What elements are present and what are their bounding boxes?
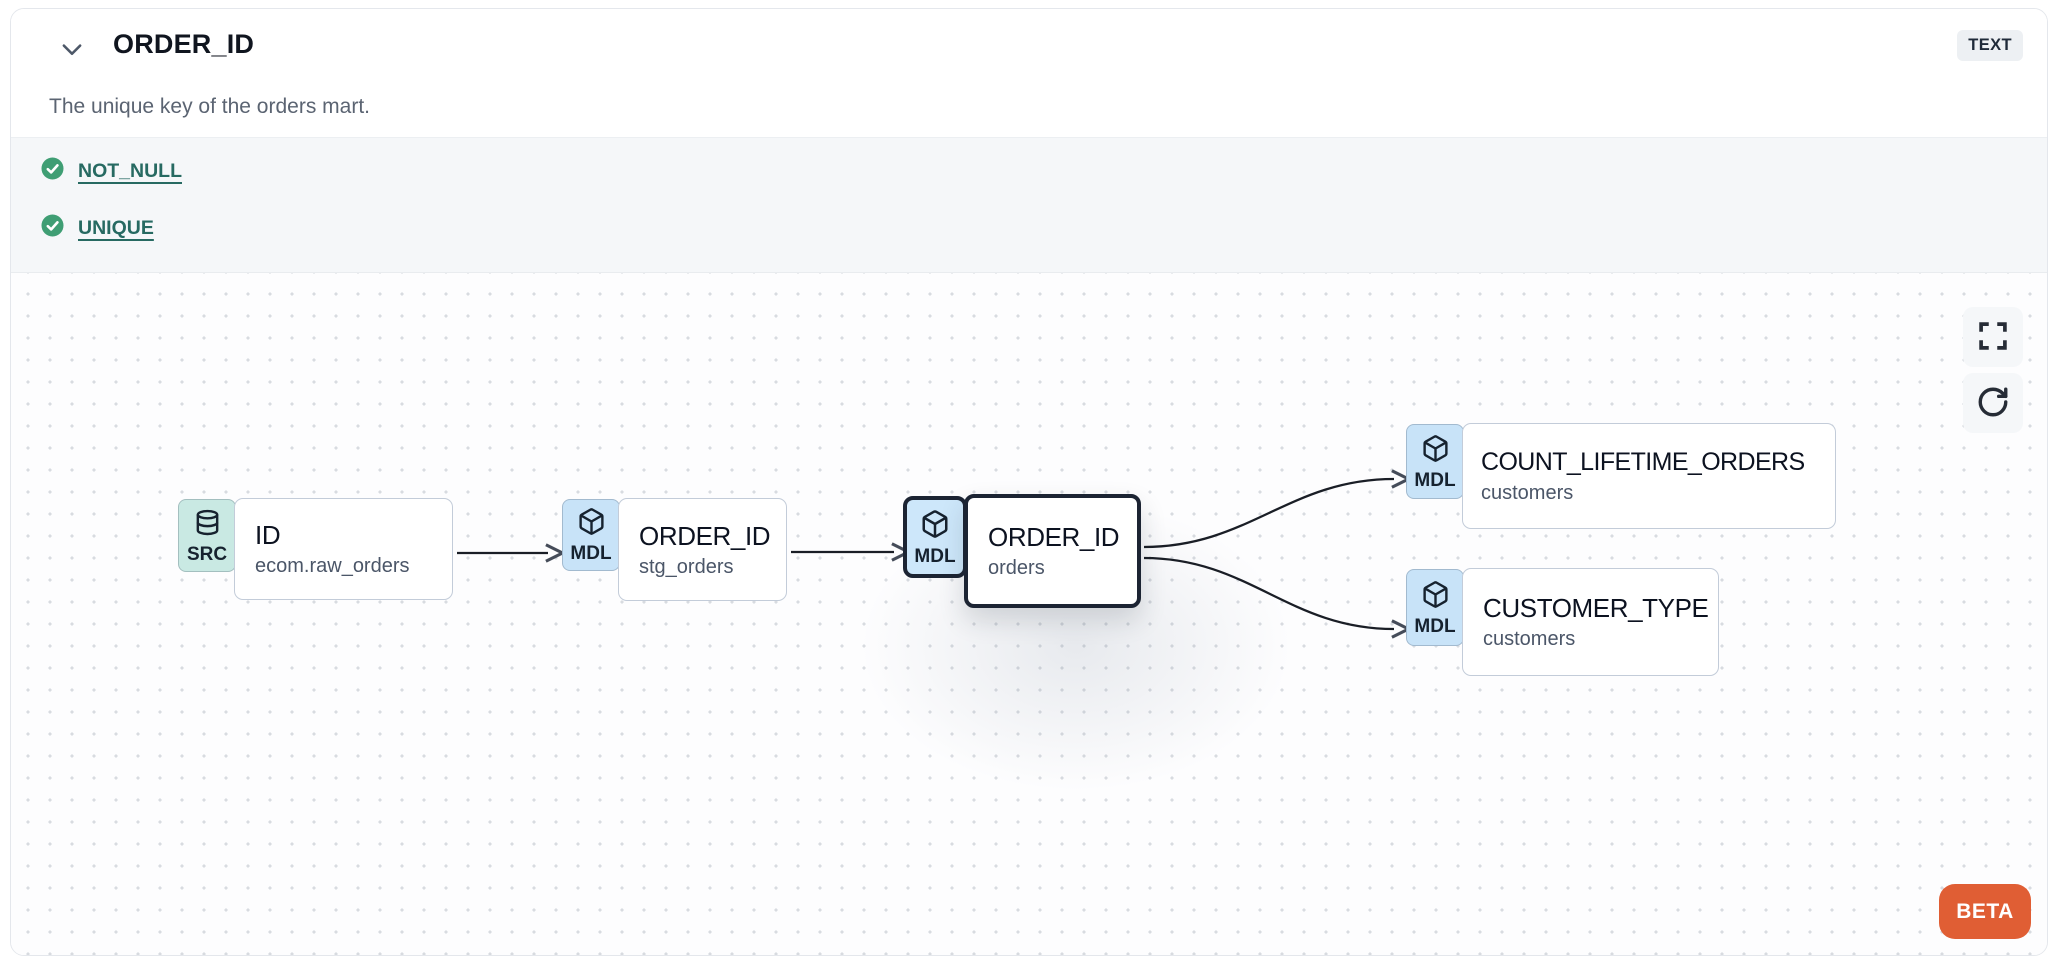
node-type-badge: MDL xyxy=(1406,569,1464,646)
test-link-unique[interactable]: UNIQUE xyxy=(40,213,154,243)
header: ORDER_ID TEXT The unique key of the orde… xyxy=(11,9,2047,137)
database-icon xyxy=(193,508,222,542)
tests-section: NOT_NULL UNIQUE xyxy=(11,137,2047,273)
node-title: ID xyxy=(255,520,281,550)
box-icon xyxy=(920,509,950,544)
canvas-controls xyxy=(1963,307,2023,433)
node-badge-label: MDL xyxy=(914,545,956,567)
test-link-not-null[interactable]: NOT_NULL xyxy=(40,156,182,186)
node-card: ID ecom.raw_orders xyxy=(234,498,453,600)
node-subtitle: stg_orders xyxy=(639,555,734,578)
node-type-badge: SRC xyxy=(178,499,236,572)
collapse-column-button[interactable] xyxy=(53,33,91,69)
test-label: NOT_NULL xyxy=(78,159,182,182)
node-card: COUNT_LIFETIME_ORDERS customers xyxy=(1462,423,1836,529)
beta-badge: BETA xyxy=(1939,884,2031,939)
column-description: The unique key of the orders mart. xyxy=(49,95,370,118)
node-card: CUSTOMER_TYPE customers xyxy=(1462,568,1719,676)
node-card: ORDER_ID stg_orders xyxy=(618,498,787,601)
node-subtitle: customers xyxy=(1481,481,1574,504)
column-type-badge: TEXT xyxy=(1957,30,2023,61)
node-title: ORDER_ID xyxy=(639,520,771,551)
page-title: ORDER_ID xyxy=(113,29,255,59)
node-badge-label: MDL xyxy=(570,543,612,564)
node-title: CUSTOMER_TYPE xyxy=(1483,593,1709,623)
node-card: ORDER_ID orders xyxy=(964,494,1141,608)
node-badge-label: MDL xyxy=(1414,469,1456,491)
node-type-badge: MDL xyxy=(562,499,620,571)
node-badge-label: SRC xyxy=(186,543,228,565)
box-icon xyxy=(1421,434,1450,468)
node-type-badge: MDL xyxy=(903,496,967,578)
node-subtitle: orders xyxy=(988,557,1045,579)
column-details-card: ORDER_ID TEXT The unique key of the orde… xyxy=(10,8,2048,956)
check-circle-icon xyxy=(40,156,65,186)
test-label: UNIQUE xyxy=(78,216,154,239)
node-title: COUNT_LIFETIME_ORDERS xyxy=(1481,447,1805,476)
node-subtitle: customers xyxy=(1483,628,1576,650)
refresh-icon xyxy=(1976,385,2010,422)
refresh-button[interactable] xyxy=(1963,373,2023,433)
fullscreen-button[interactable] xyxy=(1963,307,2023,367)
node-title: ORDER_ID xyxy=(988,522,1120,552)
maximize-icon xyxy=(1976,319,2010,356)
box-icon xyxy=(1421,580,1450,614)
node-badge-label: MDL xyxy=(1414,615,1456,637)
chevron-down-icon xyxy=(57,43,87,68)
node-subtitle: ecom.raw_orders xyxy=(255,555,410,577)
lineage-canvas[interactable] xyxy=(11,273,2047,955)
box-icon xyxy=(577,507,606,541)
node-type-badge: MDL xyxy=(1406,424,1464,499)
check-circle-icon xyxy=(40,213,65,243)
